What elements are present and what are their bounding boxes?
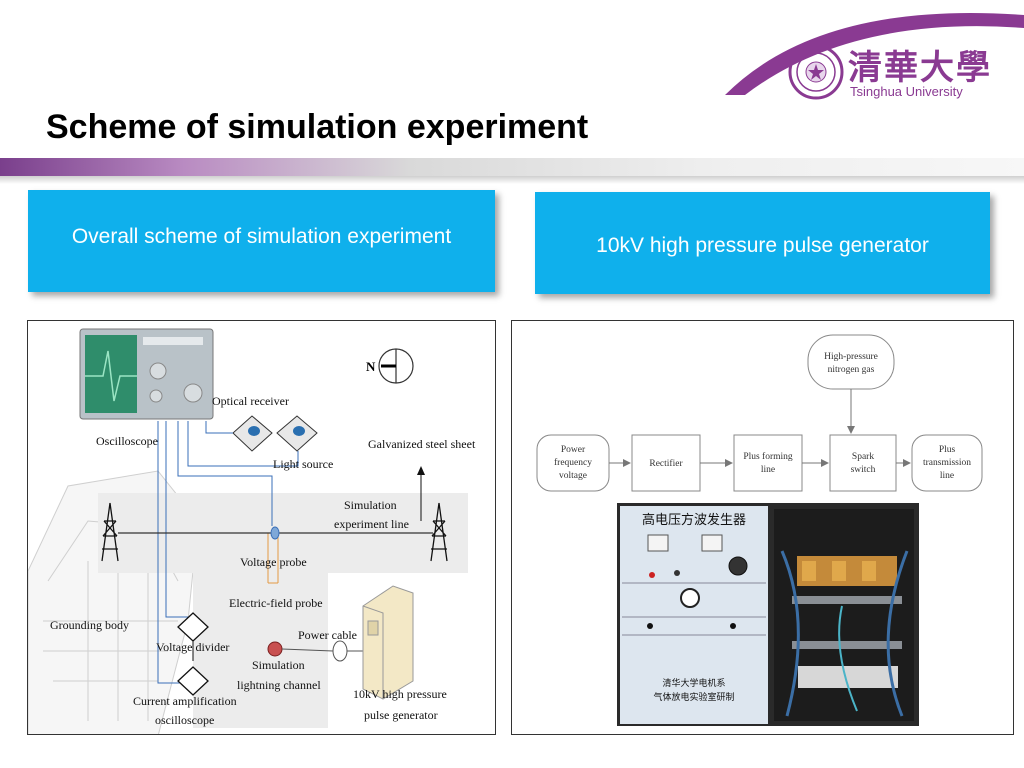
signal-wiring — [157, 421, 299, 684]
photo-panel-caption-2: 气体放电实验室研制 — [653, 691, 734, 702]
flow-label-forming-1: Plus forming — [743, 451, 793, 462]
optical-receiver-icon — [232, 415, 273, 452]
current-amplification-icon — [177, 666, 209, 696]
scheme-diagram: N — [28, 328, 476, 734]
north-compass-icon: N — [366, 348, 414, 384]
label-current-amp-2: oscilloscope — [155, 713, 214, 727]
tsinghua-logo-swoosh — [725, 12, 1024, 95]
label-power-cable: Power cable — [298, 628, 357, 642]
probe-area-shading — [193, 573, 328, 728]
flow-label-power-3: voltage — [559, 471, 587, 481]
flow-label-rectifier: Rectifier — [649, 458, 683, 469]
voltage-divider-icon — [177, 612, 209, 661]
logo-english-name: Tsinghua University — [850, 84, 963, 99]
label-electric-field-probe: Electric-field probe — [229, 596, 323, 610]
power-cable-coil — [332, 640, 348, 662]
label-generator-1: 10kV high pressure — [353, 687, 447, 701]
label-lightning-channel-1: Simulation — [252, 658, 305, 672]
flow-label-spark-2: switch — [851, 465, 876, 475]
section-label-text: Overall scheme of simulation experiment — [71, 225, 452, 248]
north-label: N — [366, 359, 376, 374]
lightning-channel-marker — [267, 641, 283, 657]
transmission-tower-right-icon — [430, 502, 448, 562]
label-current-amp-1: Current amplification — [133, 694, 237, 708]
label-oscilloscope: Oscilloscope — [96, 434, 158, 448]
flow-nodes — [536, 334, 983, 492]
flow-label-tline-3: line — [940, 471, 954, 481]
label-lightning-channel-2: lightning channel — [237, 678, 321, 692]
generator-front-panel — [620, 506, 768, 724]
title-divider-shadow — [0, 176, 1024, 184]
flow-label-tline-1: Plus — [939, 445, 956, 455]
label-simulation-line-1: Simulation — [344, 498, 397, 512]
flow-label-spark-1: Spark — [852, 452, 874, 462]
label-simulation-line-2: experiment line — [334, 517, 409, 531]
generator-photo: 高电压方波发生器 清华大学电机系 气体放电实验室研制 — [617, 503, 919, 726]
scheme-diagram-frame: N — [27, 320, 496, 735]
label-grounding-body: Grounding body — [50, 618, 129, 632]
node-transmission-line — [911, 434, 983, 492]
flow-arrows — [609, 389, 911, 467]
label-voltage-probe: Voltage probe — [240, 555, 307, 569]
tsinghua-seal-icon — [788, 44, 844, 100]
photo-panel-caption-1: 清华大学电机系 — [662, 677, 725, 688]
page-title: Scheme of simulation experiment — [46, 108, 589, 146]
voltage-probe-marker — [270, 526, 280, 540]
oscilloscope-icon — [79, 328, 214, 420]
pulse-generator-diagram: High-pressure nitrogen gas Power frequen… — [536, 334, 983, 726]
node-rectifier — [631, 434, 701, 492]
node-spark-switch — [829, 434, 897, 492]
flow-label-nitrogen-2: nitrogen gas — [828, 365, 875, 375]
label-voltage-divider: Voltage divider — [156, 640, 229, 654]
label-optical-receiver: Optical receiver — [212, 394, 289, 408]
section-label-overall-scheme: Overall scheme of simulation experiment — [28, 190, 495, 292]
flow-label-power-1: Power — [561, 445, 586, 455]
node-forming-line — [733, 434, 803, 492]
flow-label-forming-2: line — [761, 465, 775, 475]
section-label-text: 10kV high pressure pulse generator — [596, 234, 929, 257]
photo-panel-title: 高电压方波发生器 — [642, 512, 746, 527]
flow-label-tline-2: transmission — [923, 458, 971, 468]
flow-label-nitrogen-1: High-pressure — [824, 352, 878, 362]
logo-chinese-name: 清華大學 — [848, 48, 992, 88]
section-label-pulse-generator: 10kV high pressure pulse generator — [535, 192, 990, 294]
light-source-icon — [276, 415, 318, 452]
label-galvanized-steel-sheet: Galvanized steel sheet — [368, 437, 476, 451]
pulse-generator-frame: High-pressure nitrogen gas Power frequen… — [511, 320, 1014, 735]
label-generator-2: pulse generator — [364, 708, 438, 722]
flow-label-power-2: frequency — [554, 457, 592, 468]
label-light-source: Light source — [273, 457, 333, 471]
title-divider-bar — [0, 158, 1024, 176]
transmission-tower-left-icon — [101, 502, 119, 562]
pulse-generator-icon — [362, 585, 414, 700]
node-nitrogen-gas — [807, 334, 895, 390]
